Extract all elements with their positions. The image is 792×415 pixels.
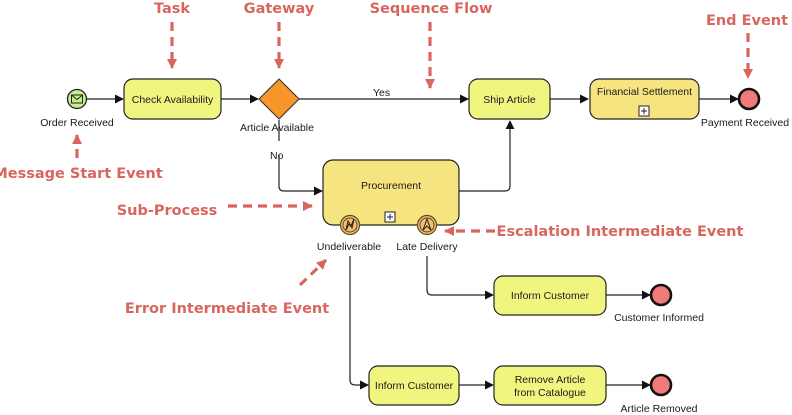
boundary-label-late-delivery: Late Delivery: [396, 241, 458, 253]
escalation-arrow-icon: [422, 217, 432, 231]
annotation-sequence-flow: Sequence Flow: [370, 1, 493, 17]
annotation-error-intermediate-event: Error Intermediate Event: [125, 301, 329, 317]
annotation-escalation-intermediate-event: Escalation Intermediate Event: [497, 224, 744, 240]
boundary-event-undeliverable[interactable]: [339, 214, 361, 236]
end-event-payment-received[interactable]: [737, 87, 761, 111]
flow-late-delivery-to-inform-customer[interactable]: [426, 256, 494, 300]
flow-gateway-no-to-procurement[interactable]: [278, 120, 323, 196]
end-event-label: Payment Received: [701, 117, 789, 129]
task-inform-customer-error[interactable]: Inform Customer: [368, 365, 460, 406]
end-event-label: Customer Informed: [614, 312, 704, 324]
task-label-line-2: from Catalogue: [514, 387, 586, 399]
end-event-label: Article Removed: [620, 403, 697, 415]
annotation-message-start-event: Message Start Event: [0, 166, 163, 182]
annotation-arrows: [72, 22, 753, 287]
subprocess-procurement[interactable]: Procurement: [322, 159, 460, 226]
subprocess-label: Procurement: [361, 180, 421, 192]
collapsed-marker-icon[interactable]: [384, 211, 396, 223]
gateway-article-available[interactable]: [258, 78, 300, 120]
end-event-article-removed[interactable]: [649, 373, 673, 397]
start-event-label: Order Received: [40, 117, 114, 129]
collapsed-marker-icon[interactable]: [638, 105, 650, 117]
flow-label-no: No: [270, 150, 284, 162]
task-label: Ship Article: [483, 94, 536, 106]
boundary-event-late-delivery[interactable]: [416, 214, 438, 236]
task-inform-customer-escalation[interactable]: Inform Customer: [493, 275, 607, 316]
subprocess-label: Financial Settlement: [597, 86, 692, 98]
envelope-icon: [71, 94, 83, 104]
annotation-arrow-error: [298, 258, 328, 287]
flow-procurement-to-ship-article[interactable]: [459, 120, 515, 192]
flow-label-yes: Yes: [373, 87, 390, 99]
task-label-line-1: Remove Article: [515, 374, 586, 386]
no-label-bg: [272, 141, 288, 155]
task-check-availability[interactable]: Check Availability: [123, 78, 222, 120]
sequence-flows: [87, 94, 739, 390]
subprocess-financial-settlement[interactable]: Financial Settlement: [589, 78, 700, 120]
annotation-sub-process: Sub-Process: [117, 203, 218, 219]
task-label: Check Availability: [132, 94, 214, 106]
annotation-end-event: End Event: [706, 13, 788, 29]
boundary-label-undeliverable: Undeliverable: [317, 241, 381, 253]
error-lightning-icon: [345, 218, 355, 231]
task-ship-article[interactable]: Ship Article: [468, 78, 551, 120]
annotation-task: Task: [154, 1, 190, 17]
flow-undeliverable-to-inform-customer[interactable]: [349, 256, 369, 390]
start-event-order-received[interactable]: [66, 88, 88, 110]
task-label: Inform Customer: [375, 380, 454, 392]
task-remove-article[interactable]: Remove Article from Catalogue: [493, 365, 607, 406]
task-label: Inform Customer: [511, 290, 590, 302]
annotation-gateway: Gateway: [244, 1, 315, 17]
gateway-label: Article Available: [240, 122, 314, 134]
end-event-customer-informed[interactable]: [649, 283, 673, 307]
